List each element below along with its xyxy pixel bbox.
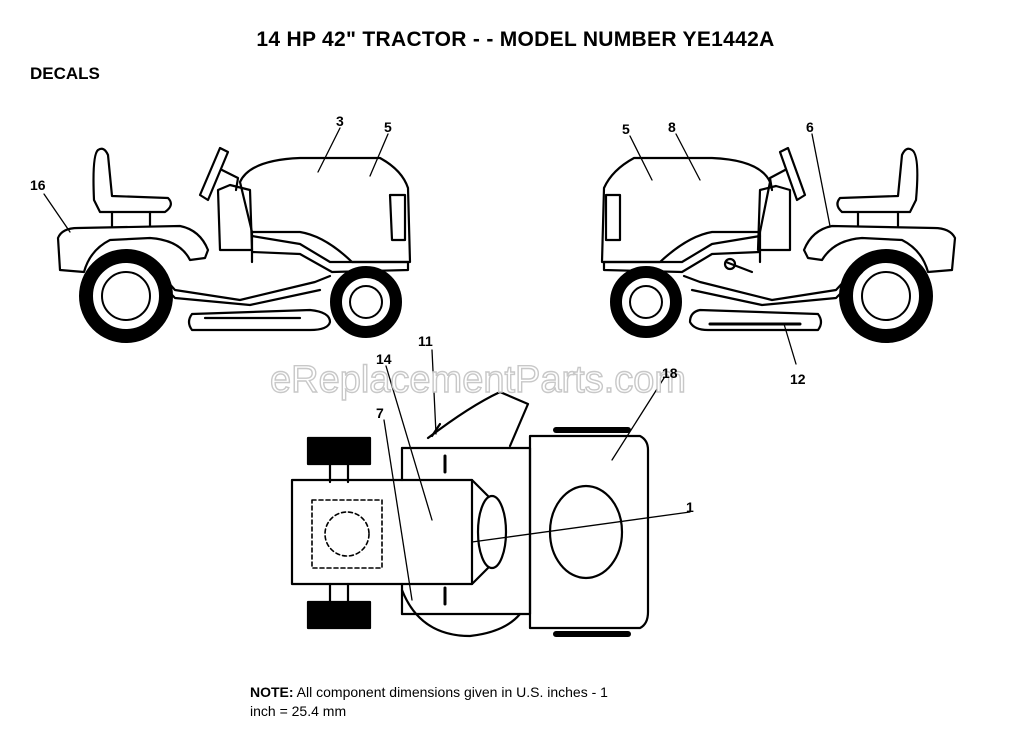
callout-16: 16 — [30, 177, 46, 193]
callout-12: 12 — [790, 371, 806, 387]
callout-7: 7 — [376, 405, 384, 421]
callout-18: 18 — [662, 365, 678, 381]
watermark: eReplacementParts.com — [270, 359, 686, 401]
section-title: DECALS — [30, 64, 100, 83]
callout-14: 14 — [376, 351, 392, 367]
note-line1: All component dimensions given in U.S. i… — [293, 684, 608, 700]
tractor-top-view — [290, 349, 691, 638]
tractor-left-side-view — [43, 127, 412, 343]
callout-6: 6 — [806, 119, 814, 135]
callout-11: 11 — [418, 333, 433, 349]
note-label: NOTE: — [250, 684, 294, 700]
callout-5-left: 5 — [384, 119, 392, 135]
callout-3: 3 — [336, 113, 344, 129]
tractor-right-side-view — [600, 133, 957, 365]
dimension-note: NOTE: All component dimensions given in … — [250, 683, 720, 721]
note-line2: inch = 25.4 mm — [250, 703, 347, 719]
callout-1: 1 — [686, 499, 694, 515]
page-title: 14 HP 42" TRACTOR - - MODEL NUMBER YE144… — [256, 28, 775, 51]
callout-5-right: 5 — [622, 121, 630, 137]
callout-8: 8 — [668, 119, 676, 135]
